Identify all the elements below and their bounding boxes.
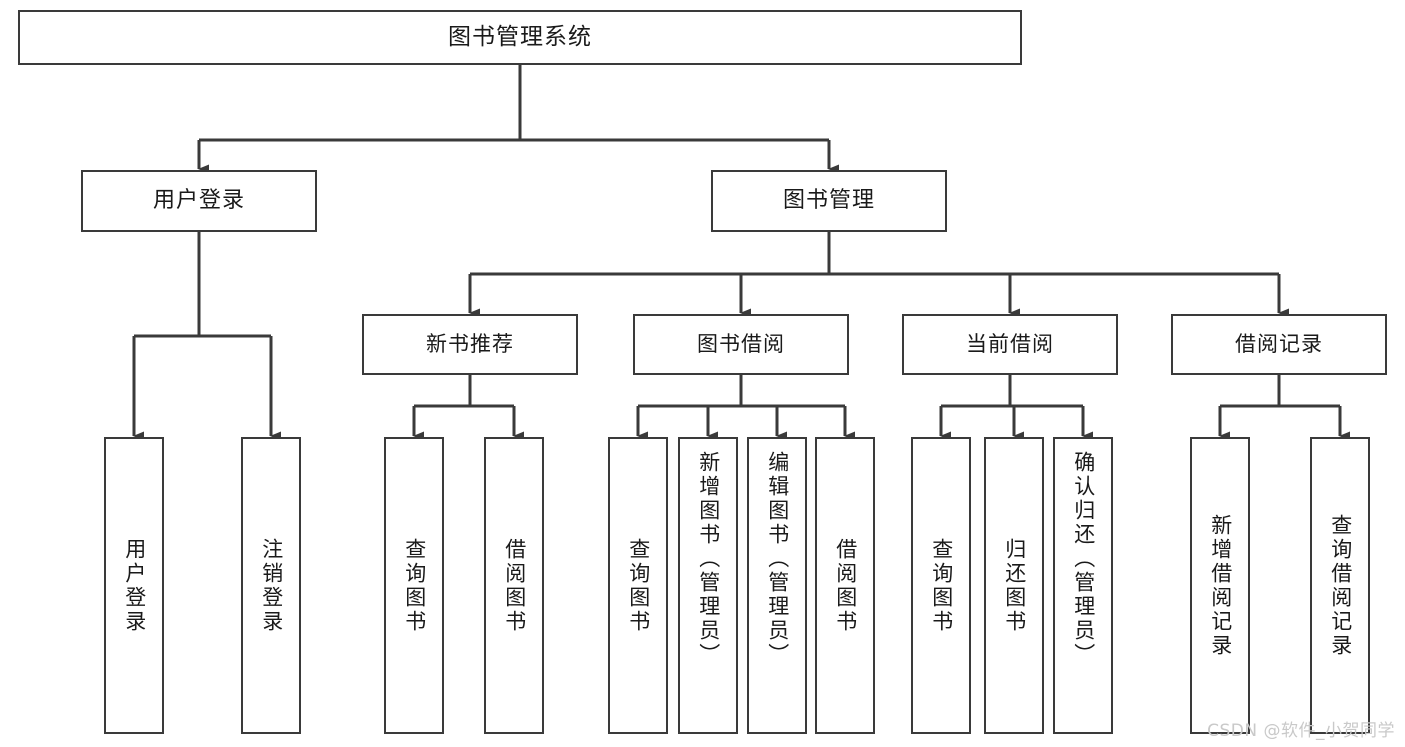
node-label-current-borrow: 当前借阅: [966, 332, 1054, 357]
node-leaf-confirm-return[interactable]: 确认归还（管理员）: [1053, 437, 1113, 734]
node-label-leaf-borrow-book-2: 借阅图书: [833, 537, 858, 634]
node-leaf-add-record[interactable]: 新增借阅记录: [1190, 437, 1250, 734]
node-leaf-user-logout[interactable]: 注销登录: [241, 437, 301, 734]
node-leaf-query-book-2[interactable]: 查询图书: [608, 437, 668, 734]
node-current-borrow[interactable]: 当前借阅: [902, 314, 1118, 375]
node-leaf-add-book[interactable]: 新增图书（管理员）: [678, 437, 738, 734]
node-borrow-record[interactable]: 借阅记录: [1171, 314, 1387, 375]
node-label-leaf-query-record: 查询借阅记录: [1328, 513, 1353, 658]
node-leaf-query-record[interactable]: 查询借阅记录: [1310, 437, 1370, 734]
node-leaf-query-book-3[interactable]: 查询图书: [911, 437, 971, 734]
node-label-leaf-add-record: 新增借阅记录: [1208, 513, 1233, 658]
node-root[interactable]: 图书管理系统: [18, 10, 1022, 65]
node-label-leaf-confirm-return: 确认归还（管理员）: [1071, 451, 1096, 667]
node-label-book-borrow: 图书借阅: [697, 332, 785, 357]
node-label-leaf-return-book: 归还图书: [1002, 537, 1027, 634]
node-leaf-borrow-book-2[interactable]: 借阅图书: [815, 437, 875, 734]
node-label-leaf-add-book: 新增图书（管理员）: [696, 451, 721, 667]
node-label-leaf-user-login: 用户登录: [122, 537, 147, 634]
node-leaf-user-login[interactable]: 用户登录: [104, 437, 164, 734]
node-user-login[interactable]: 用户登录: [81, 170, 317, 232]
node-book-borrow[interactable]: 图书借阅: [633, 314, 849, 375]
node-label-leaf-user-logout: 注销登录: [259, 537, 284, 634]
node-leaf-return-book[interactable]: 归还图书: [984, 437, 1044, 734]
node-label-leaf-edit-book: 编辑图书（管理员）: [765, 451, 790, 667]
node-label-leaf-query-book-3: 查询图书: [929, 537, 954, 634]
node-leaf-query-book-1[interactable]: 查询图书: [384, 437, 444, 734]
node-label-root: 图书管理系统: [448, 23, 592, 50]
node-leaf-borrow-book-1[interactable]: 借阅图书: [484, 437, 544, 734]
watermark-credit: CSDN @软件_小贺同学: [1207, 721, 1395, 741]
node-leaf-edit-book[interactable]: 编辑图书（管理员）: [747, 437, 807, 734]
node-new-book-rec[interactable]: 新书推荐: [362, 314, 578, 375]
node-label-leaf-query-book-2: 查询图书: [626, 537, 651, 634]
node-label-leaf-borrow-book-1: 借阅图书: [502, 537, 527, 634]
node-label-user-login: 用户登录: [152, 188, 245, 214]
node-book-manage[interactable]: 图书管理: [711, 170, 947, 232]
node-label-borrow-record: 借阅记录: [1235, 332, 1323, 357]
node-label-leaf-query-book-1: 查询图书: [402, 537, 427, 634]
node-label-book-manage: 图书管理: [782, 188, 875, 214]
node-label-new-book-rec: 新书推荐: [426, 332, 514, 357]
